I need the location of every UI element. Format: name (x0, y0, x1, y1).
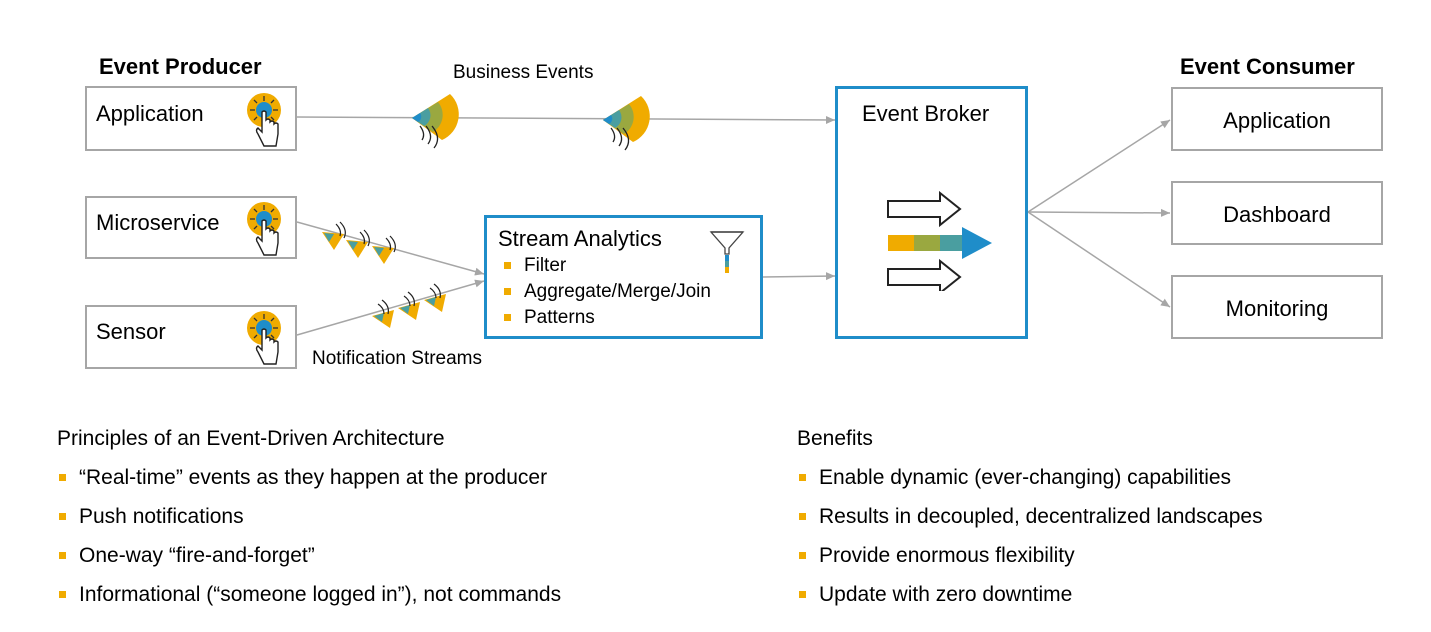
consumer-dashboard-label: Dashboard (1223, 202, 1331, 227)
list-item: Filter (498, 253, 711, 279)
list-item: Informational (“someone logged in”), not… (57, 575, 561, 614)
signal-wave-icon (424, 283, 446, 312)
list-item: Enable dynamic (ever-changing) capabilit… (797, 458, 1263, 497)
business-events-label: Business Events (453, 62, 594, 83)
funnel-icon (709, 231, 745, 273)
signal-wave-icon (346, 229, 370, 258)
stream-analytics-box[interactable]: Stream Analytics Filter Aggregate/Merge/… (484, 215, 763, 339)
list-item: Update with zero downtime (797, 575, 1263, 614)
producer-sensor-box[interactable]: Sensor (85, 305, 297, 369)
list-item: Push notifications (57, 497, 561, 536)
list-item: One-way “fire-and-forget” (57, 536, 561, 575)
benefits-list: Enable dynamic (ever-changing) capabilit… (797, 458, 1263, 614)
list-item: Results in decoupled, decentralized land… (797, 497, 1263, 536)
producer-microservice-label: Microservice (96, 210, 220, 235)
benefits-title: Benefits (797, 427, 873, 450)
producer-heading: Event Producer (99, 54, 262, 79)
signal-wave-icon (412, 94, 459, 149)
producer-microservice-box[interactable]: Microservice (85, 196, 297, 259)
signal-wave-icon (322, 221, 346, 250)
touch-icon (247, 202, 281, 256)
broker-to-monitoring-line (1027, 211, 1171, 308)
producer-application-box[interactable]: Application (85, 86, 297, 151)
consumer-application-box[interactable]: Application (1171, 87, 1383, 151)
principles-list: “Real-time” events as they happen at the… (57, 458, 561, 614)
stream-analytics-list: Filter Aggregate/Merge/Join Patterns (498, 253, 711, 331)
event-broker-box[interactable]: Event Broker (835, 86, 1028, 339)
notification-streams-label: Notification Streams (312, 348, 483, 369)
broker-to-application-line (1027, 119, 1171, 213)
consumer-heading: Event Consumer (1180, 54, 1355, 79)
consumer-monitoring-box[interactable]: Monitoring (1171, 275, 1383, 339)
signal-wave-icon (372, 235, 396, 264)
list-item: “Real-time” events as they happen at the… (57, 458, 561, 497)
list-item: Aggregate/Merge/Join (498, 279, 711, 305)
signal-wave-icon (398, 291, 420, 320)
touch-icon (247, 93, 281, 147)
broker-to-dashboard-line (1027, 208, 1171, 217)
consumer-application-label: Application (1223, 108, 1331, 133)
principles-title: Principles of an Event-Driven Architectu… (57, 427, 445, 450)
event-broker-title: Event Broker (862, 101, 990, 126)
touch-icon (247, 311, 281, 365)
producer-sensor-label: Sensor (96, 319, 166, 344)
stream-analytics-title: Stream Analytics (498, 226, 662, 251)
consumer-dashboard-box[interactable]: Dashboard (1171, 181, 1383, 245)
analytics-to-broker-line (762, 272, 836, 281)
signal-wave-icon (372, 299, 394, 328)
arrow-stack-icon (887, 191, 992, 291)
list-item: Patterns (498, 305, 711, 331)
list-item: Provide enormous flexibility (797, 536, 1263, 575)
signal-wave-icon (603, 96, 650, 151)
consumer-monitoring-label: Monitoring (1225, 296, 1329, 321)
producer-application-label: Application (96, 101, 204, 126)
sensor-to-analytics-line (296, 279, 485, 336)
business-events-line (295, 115, 836, 124)
